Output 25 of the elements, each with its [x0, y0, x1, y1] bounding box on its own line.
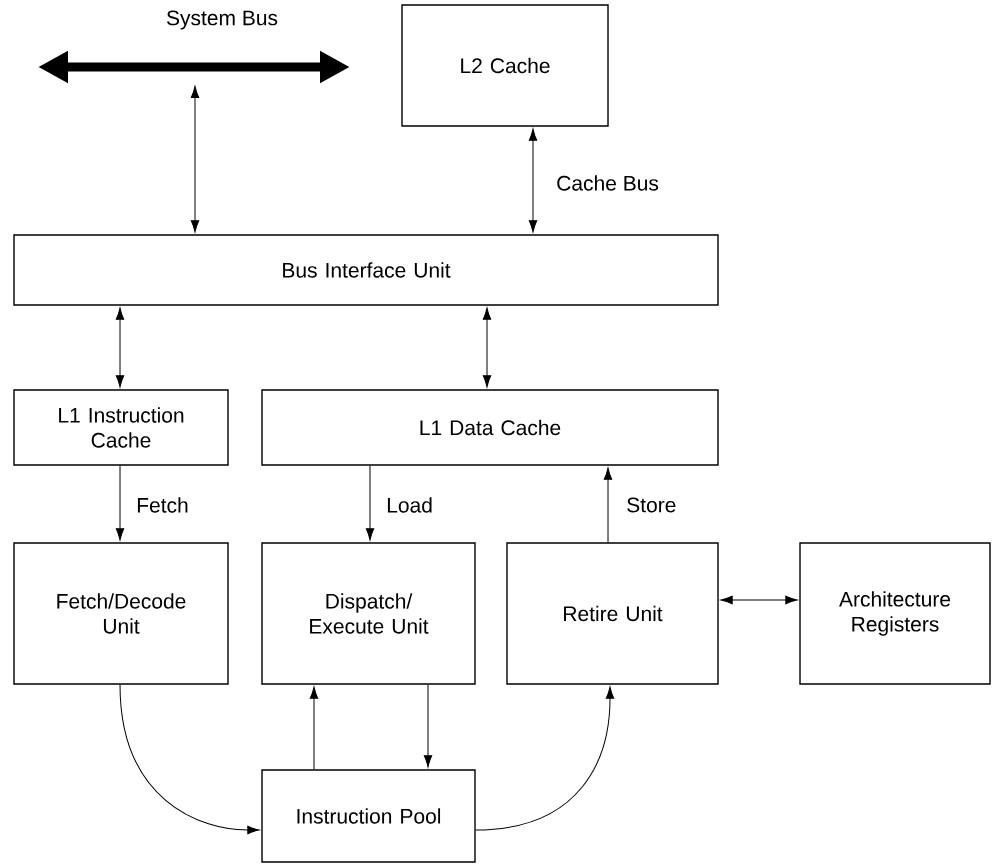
bus-label: System Bus [166, 10, 278, 30]
unit-box: Dispatch/ Execute Unit [261, 542, 476, 685]
arrow [190, 85, 200, 233]
unit-box: Bus Interface Unit [13, 234, 719, 306]
edge-label: Fetch [135, 496, 190, 514]
edge-label: Cache Bus [555, 174, 660, 192]
arrow [482, 307, 492, 388]
unit-box: Retire Unit [506, 542, 719, 685]
arrow [475, 686, 615, 831]
arrow [528, 128, 538, 233]
arrow [115, 465, 125, 541]
arrow [423, 684, 433, 768]
arrow [365, 465, 375, 541]
unit-box: L1 Instruction Cache [13, 389, 229, 466]
unit-box: L1 Data Cache [261, 389, 719, 466]
arrow [603, 467, 613, 543]
edge-label: Load [385, 496, 434, 514]
unit-box: Instruction Pool [261, 769, 476, 863]
unit-box: Architecture Registers [799, 542, 991, 685]
arrow [720, 595, 798, 605]
unit-box: L2 Cache [401, 4, 609, 127]
arrow [119, 684, 260, 835]
arrow [309, 686, 319, 770]
unit-box: Fetch/Decode Unit [13, 542, 229, 685]
arrow [115, 307, 125, 388]
